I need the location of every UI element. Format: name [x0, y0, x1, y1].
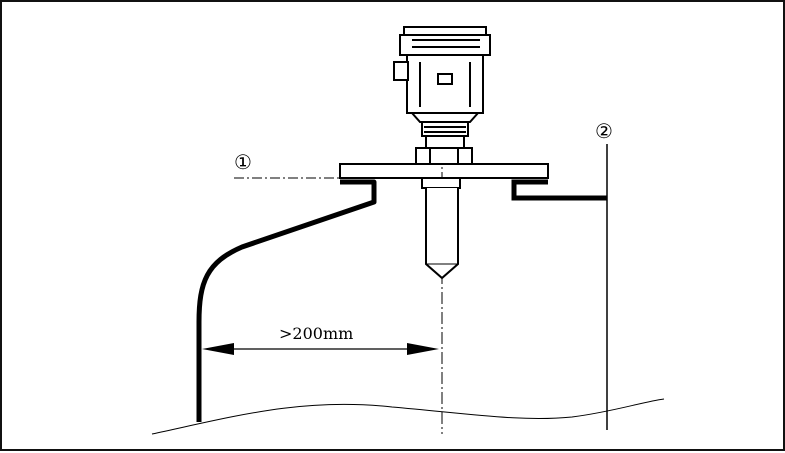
tank-roof-right	[511, 179, 607, 201]
dimension-arrow	[202, 343, 439, 355]
ground-surface-curve	[151, 398, 665, 435]
dimension-label: >200mm	[279, 324, 353, 343]
mounting-flange	[339, 163, 549, 179]
tank-wall	[196, 179, 377, 422]
marker-2: ②	[595, 119, 613, 143]
probe-rod	[425, 188, 459, 280]
sensor-housing	[393, 26, 491, 189]
marker-1: ①	[234, 150, 252, 174]
